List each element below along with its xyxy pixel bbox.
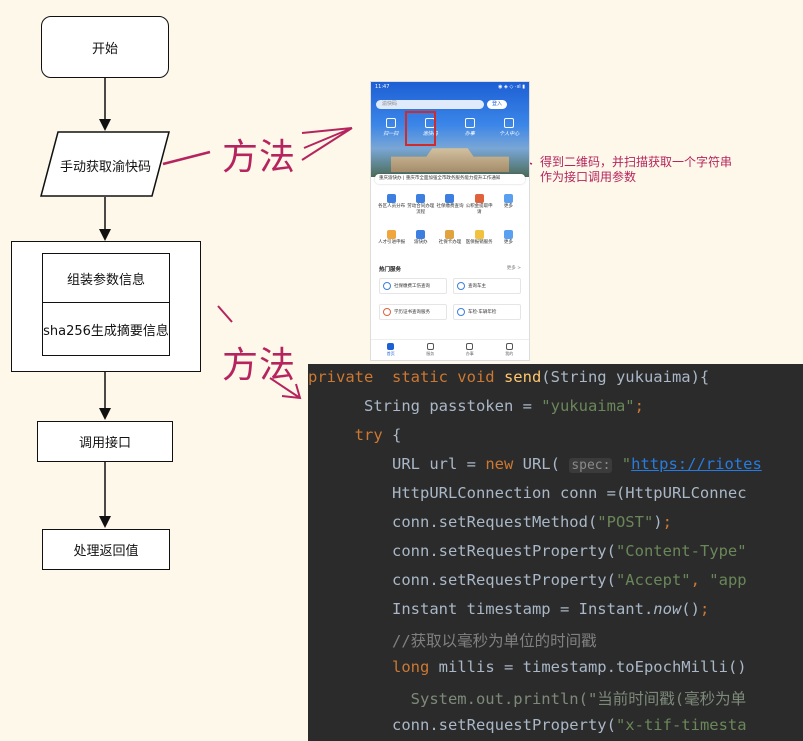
service-icon xyxy=(387,194,397,203)
code-line-12: System.out.println("当前时间戳(毫秒为单 xyxy=(308,690,747,708)
code-line-11: long millis = timestamp.toEpochMilli() xyxy=(392,658,747,676)
phone-service-grid: 各区人员分布 劳动合同办理流程 社保缴费查询 公积金提取申请 更多 人才引进申报… xyxy=(377,194,523,256)
topnav-affairs[interactable]: 办事 xyxy=(456,118,484,140)
more-icon xyxy=(503,194,513,203)
call-api-node: 调用接口 xyxy=(37,421,173,462)
service-icon xyxy=(445,229,455,239)
service-item[interactable]: 更多 xyxy=(494,194,523,226)
topnav-scan[interactable]: 扫一扫 xyxy=(377,118,405,140)
service-item[interactable]: 公积金提取申请 xyxy=(465,194,494,226)
hot-services-more[interactable]: 更多 > xyxy=(506,266,521,271)
method-label-2: 方法 xyxy=(222,345,297,386)
code-line-10: //获取以毫秒为单位的时间戳 xyxy=(308,632,597,650)
profile-icon xyxy=(505,343,513,350)
sha256-node: sha256生成摘要信息 xyxy=(42,302,170,356)
qr-note-line-1: 得到二维码，并扫描获取一个字符串 xyxy=(540,155,733,169)
assemble-label: 组装参数信息 xyxy=(66,272,145,288)
code-line-13: conn.setRequestProperty("x-tif-timesta xyxy=(308,716,747,734)
service-item[interactable]: 人才引进申报 xyxy=(377,229,406,256)
start-node: 开始 xyxy=(41,16,169,78)
assemble-node: 组装参数信息 xyxy=(42,253,170,303)
sha256-label: sha256生成摘要信息 xyxy=(43,323,169,339)
card-icon xyxy=(457,282,465,290)
service-item[interactable]: 医保报销服务 xyxy=(465,229,494,256)
service-icon xyxy=(474,229,484,239)
service-icon xyxy=(416,194,426,203)
hot-service-card[interactable]: 社保缴费工伤查询 xyxy=(379,278,447,294)
hot-service-card[interactable]: 车检·车辆年检 xyxy=(453,304,521,320)
tab-service[interactable]: 服务 xyxy=(426,343,434,357)
home-icon xyxy=(387,343,395,350)
service-icon xyxy=(474,194,484,203)
code-line-4: URL url = new URL( spec: "https://riotes xyxy=(308,455,762,473)
card-icon xyxy=(457,308,465,316)
code-line-8: conn.setRequestProperty("Accept", "app xyxy=(308,571,747,589)
call-api-label: 调用接口 xyxy=(78,436,131,451)
method-label-1: 方法 xyxy=(222,137,297,178)
code-line-3: try { xyxy=(354,426,402,444)
service-item[interactable]: 渝快办 xyxy=(406,229,435,256)
qr-note-line-2: 作为接口调用参数 xyxy=(540,170,637,184)
document-icon xyxy=(464,118,475,128)
building-image xyxy=(391,148,509,172)
card-icon xyxy=(383,308,391,316)
service-item[interactable]: 社保卡办理 xyxy=(435,229,464,256)
manual-get-label: 手动获取渝快码 xyxy=(60,160,152,175)
phone-search-input[interactable]: 渝快码 xyxy=(376,100,484,109)
hot-services-title: 热门服务 xyxy=(379,267,402,273)
qr-note: 得到二维码，并扫描获取一个字符串 作为接口调用参数 xyxy=(540,155,732,185)
service-item[interactable]: 更多 xyxy=(494,229,523,256)
hot-service-card[interactable]: 查询车主 xyxy=(453,278,521,294)
service-icon xyxy=(416,229,426,239)
status-time: 11:47 xyxy=(375,84,390,90)
tab-mine[interactable]: 我的 xyxy=(505,343,513,357)
service-icon xyxy=(387,229,397,239)
code-line-5: HttpURLConnection conn =(HttpURLConnec xyxy=(308,484,747,502)
user-icon xyxy=(504,118,515,128)
phone-tab-bar: 首页 服务 办事 我的 xyxy=(371,339,529,360)
phone-login-button[interactable]: 登入 xyxy=(487,100,507,109)
more-icon xyxy=(503,229,513,239)
handle-return-node: 处理返回值 xyxy=(42,529,170,570)
manual-get-node xyxy=(40,131,170,197)
scan-icon xyxy=(385,118,396,128)
tab-home[interactable]: 首页 xyxy=(387,343,395,357)
qr-highlight-box xyxy=(405,111,436,146)
card-icon xyxy=(383,282,391,290)
code-line-7: conn.setRequestProperty("Content-Type" xyxy=(308,542,747,560)
code-line-9: Instant timestamp = Instant.now(); xyxy=(308,600,710,618)
status-icons: ◉ ◈ ◇ ·ııl ▮ xyxy=(498,84,525,90)
service-item[interactable]: 各区人员分布 xyxy=(377,194,406,226)
phone-notice-bar[interactable]: 重庆渝快办 | 重庆市全面加强全市政务服务能力提升工作通知 xyxy=(375,174,525,184)
handle-return-label: 处理返回值 xyxy=(73,544,139,559)
affairs-icon xyxy=(466,343,474,350)
tab-affairs[interactable]: 办事 xyxy=(466,343,474,357)
code-editor: private static void send(String yukuaima… xyxy=(308,364,803,741)
phone-hero-banner xyxy=(371,82,529,177)
service-icon xyxy=(445,194,455,203)
code-line-1: private static void send(String yukuaima… xyxy=(308,368,710,386)
topnav-personal[interactable]: 个人中心 xyxy=(495,118,523,140)
phone-status-bar: 11:47 ◉ ◈ ◇ ·ııl ▮ xyxy=(375,84,525,92)
hot-service-card[interactable]: 学历证书查询服务 xyxy=(379,304,447,320)
service-item[interactable]: 社保缴费查询 xyxy=(435,194,464,226)
service-tab-icon xyxy=(426,343,434,350)
code-line-6: conn.setRequestMethod("POST"); xyxy=(308,513,672,531)
phone-top-nav: 扫一扫 渝快码 办事 个人中心 xyxy=(371,118,529,140)
service-item[interactable]: 劳动合同办理流程 xyxy=(406,194,435,226)
phone-screenshot: 11:47 ◉ ◈ ◇ ·ııl ▮ 渝快码 登入 扫一扫 渝快码 办事 个人中… xyxy=(370,81,530,361)
code-line-2: String passtoken = "yukuaima"; xyxy=(308,397,644,415)
start-label: 开始 xyxy=(91,41,118,57)
